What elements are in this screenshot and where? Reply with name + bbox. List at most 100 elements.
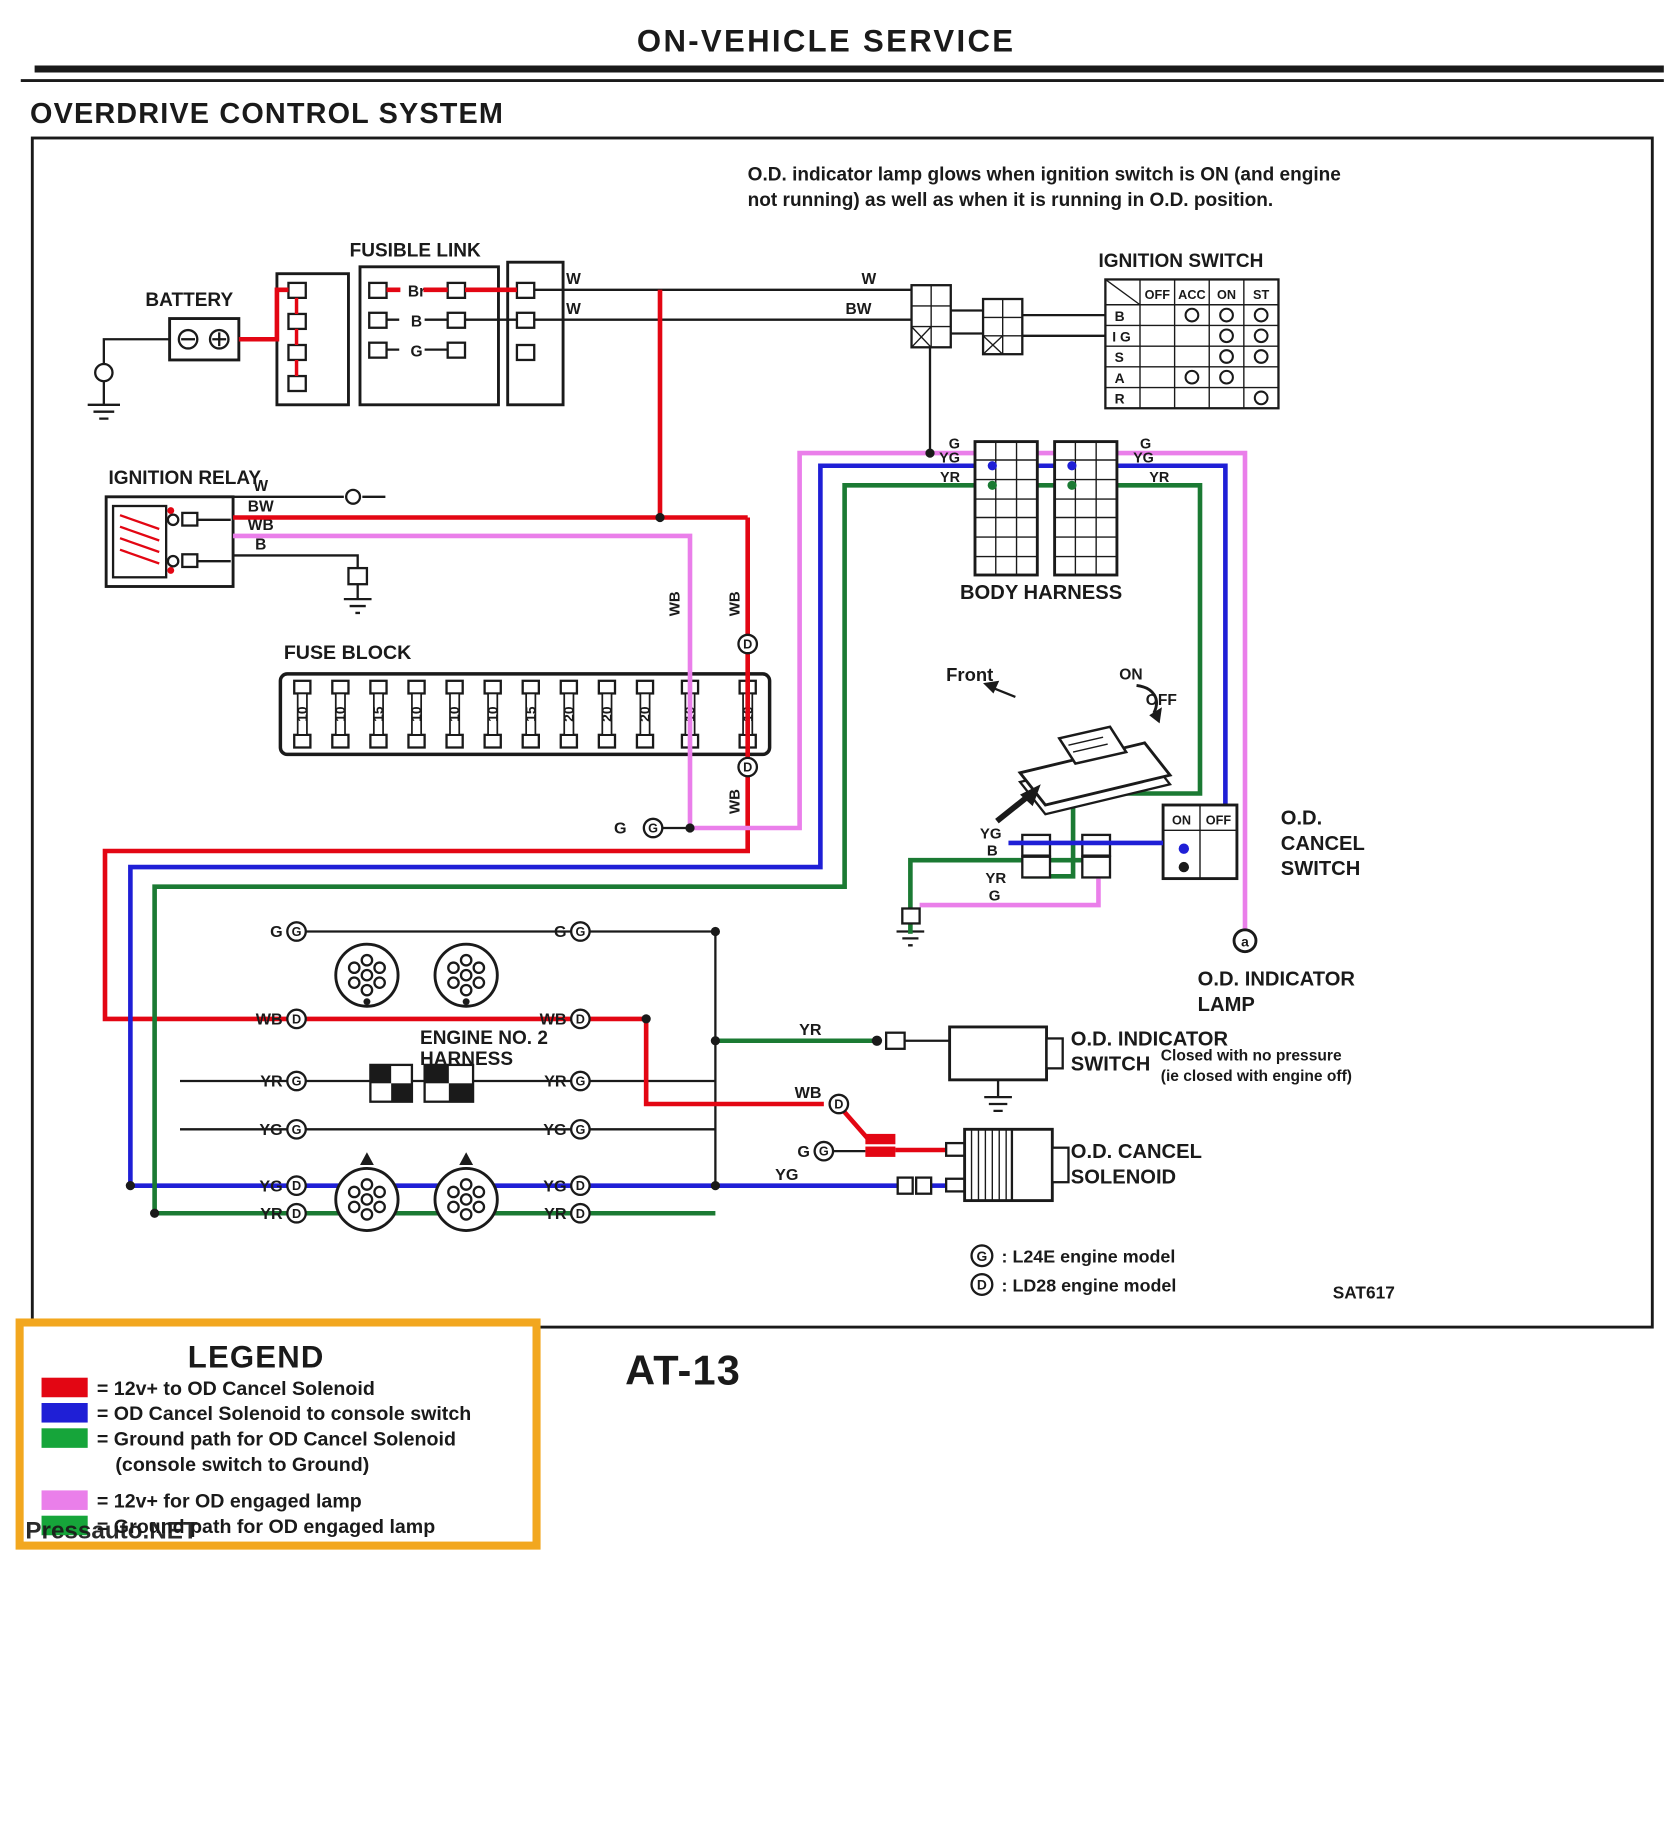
legend-entry-5: = 12v+ for OD engaged lamp (97, 1491, 362, 1513)
circled-d-icon: D (834, 1098, 843, 1112)
legend-swatch-green2 (41, 1515, 88, 1536)
row-ig: I G (1112, 329, 1130, 345)
col-on: ON (1217, 288, 1236, 302)
switch-terminal-icon (1178, 861, 1190, 873)
svg-text:10: 10 (446, 706, 462, 722)
legend-swatch-red (41, 1377, 88, 1398)
body-harness-connector-right (1053, 440, 1119, 577)
checkered-connector-icon (423, 1063, 475, 1103)
note-line1: O.D. indicator lamp glows when ignition … (748, 165, 1341, 186)
blue-wires (128, 463, 1228, 1188)
svg-text:20: 20 (560, 706, 576, 722)
legend-entry-3: = Ground path for OD Cancel Solenoid (97, 1429, 456, 1451)
row-yg-label: YG (259, 1177, 282, 1195)
switch-note-line1: Closed with no pressure (1161, 1047, 1342, 1064)
relay-wire-b: B (255, 537, 266, 554)
svg-text:20: 20 (599, 706, 615, 722)
watermark: Pressauto.NET (25, 1518, 198, 1545)
svg-text:10: 10 (332, 706, 348, 722)
note-line2: not running) as well as when it is runni… (748, 190, 1274, 211)
round-connector-icon (334, 942, 400, 1008)
relay-ground-connector-icon (347, 566, 369, 586)
round-connector-icon (334, 1166, 400, 1232)
svg-text:10: 10 (484, 706, 500, 722)
engine-harness-label2: HARNESS (420, 1049, 513, 1070)
big-arrow-icon (1020, 784, 1041, 807)
ignition-relay: IGNITION RELAY W BW WB B (104, 468, 362, 588)
bh-g-label: G (949, 437, 960, 453)
battery-ground-connector-icon (94, 362, 114, 383)
indicator-switch-ground-icon (984, 1079, 1012, 1113)
row-yr-label: YR (260, 1205, 283, 1223)
junction-dots (125, 448, 935, 1218)
legend-swatch-pink (41, 1490, 88, 1510)
ref-code: SAT617 (1333, 1282, 1395, 1302)
relay-wire-w: W (253, 478, 268, 495)
fuse-slots: 10 10 15 10 10 10 15 20 20 20 10 10 (293, 679, 757, 749)
od-cancel-solenoid-label2: SOLENOID (1071, 1166, 1176, 1188)
green-wires (152, 482, 1203, 1216)
row-yr-label: YR (799, 1021, 822, 1039)
bh-g-label-r: G (1140, 437, 1151, 453)
section-title: OVERDRIVE CONTROL SYSTEM (30, 98, 504, 130)
toggle-arrow-icon (1149, 707, 1162, 724)
body-harness-label: BODY HARNESS (960, 582, 1122, 604)
od-indicator-switch-body (948, 1025, 1048, 1082)
cluster-yr-label: YR (985, 870, 1006, 887)
fusible-link-label: FUSIBLE LINK (350, 240, 481, 261)
bh-yr-label-r: YR (1149, 470, 1170, 486)
circled-d-icon: D (576, 1207, 585, 1221)
od-cancel-solenoid-label1: O.D. CANCEL (1071, 1141, 1202, 1163)
wire-label-b: B (411, 314, 422, 331)
row-yr-label: YR (544, 1073, 567, 1091)
relay-coil-icon (119, 514, 160, 565)
solenoid-red-connector-icon (865, 1146, 896, 1157)
col-st: ST (1253, 288, 1269, 302)
ground-connector-icon (901, 907, 921, 925)
round-connector-icon (433, 942, 499, 1008)
row-yr-label: YR (260, 1073, 283, 1091)
circled-g-icon: G (575, 1075, 585, 1089)
switch-on-label: ON (1172, 814, 1191, 828)
circled-g-icon: G (819, 1145, 829, 1159)
switch-terminal-blue-icon (1178, 843, 1190, 854)
switch-note-line2: (ie closed with engine off) (1161, 1068, 1352, 1085)
row-a: A (1115, 370, 1125, 386)
ignition-switch: IGNITION SWITCH OFF ACC ON ST B I G S A … (845, 251, 1280, 410)
relay-wire-wb: WB (248, 517, 274, 534)
row-s: S (1115, 349, 1124, 365)
d-model-note: : LD28 engine model (1002, 1275, 1177, 1295)
row-yg-label: YG (259, 1121, 282, 1139)
cluster-g-label: G (989, 887, 1001, 904)
circled-d-icon: D (743, 761, 752, 775)
relay-wire-bw: BW (248, 499, 274, 516)
cluster-yg-label: YG (980, 825, 1002, 842)
row-b: B (1115, 308, 1125, 324)
col-off: OFF (1145, 288, 1171, 302)
checkered-connector-icon (369, 1063, 414, 1103)
switch-button (1057, 725, 1129, 766)
contact-circles (1184, 307, 1269, 406)
od-cancel-switch-label3: SWITCH (1281, 858, 1361, 880)
od-indicator-switch: O.D. INDICATOR SWITCH Closed with no pre… (871, 1025, 1352, 1085)
wire-label-w3: W (861, 271, 876, 288)
vertical-wb-label: WB (667, 591, 684, 616)
ignition-relay-label: IGNITION RELAY (108, 468, 261, 489)
wire-label-bw2: BW (845, 301, 871, 318)
fusible-link: FUSIBLE LINK Br B G W W (275, 240, 581, 407)
ignition-switch-label: IGNITION SWITCH (1098, 251, 1263, 272)
lamp-terminal-icon (1232, 928, 1258, 954)
connector-cluster: YG B YR G (901, 825, 1164, 925)
circled-g-icon: G (292, 1075, 302, 1089)
circled-d-icon: D (292, 1207, 301, 1221)
circled-d-icon: D (292, 1179, 301, 1193)
legend-title: LEGEND (188, 1339, 325, 1374)
legend: LEGEND = 12v+ to OD Cancel Solenoid = OD… (15, 1318, 541, 1550)
front-label: Front (946, 664, 993, 685)
circled-g-icon: G (292, 1123, 302, 1137)
bh-yg-label-r: YG (1133, 450, 1154, 466)
od-indicator-switch-label2: SWITCH (1071, 1054, 1151, 1076)
circled-g-icon: G (648, 822, 658, 836)
pointer-icon (360, 1152, 374, 1165)
